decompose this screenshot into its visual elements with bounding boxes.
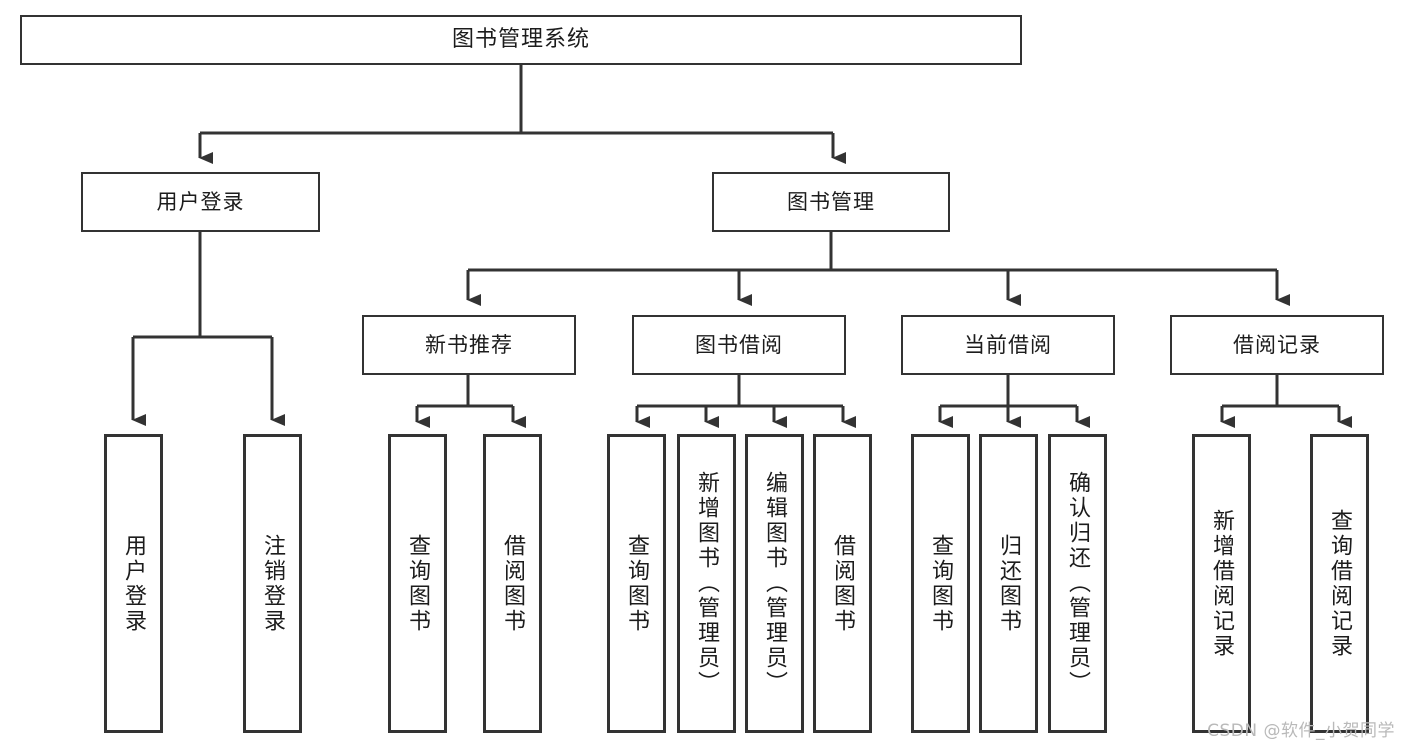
node-book-management[interactable]: 图书管理	[712, 172, 950, 232]
node-current-borrow[interactable]: 当前借阅	[901, 315, 1115, 375]
node-label: 新增借阅记录	[1209, 508, 1235, 659]
node-label: 归还图书	[996, 533, 1022, 634]
node-label: 查询借阅记录	[1327, 508, 1353, 659]
node-label: 借阅记录	[1233, 332, 1321, 357]
node-label: 借阅图书	[830, 533, 856, 634]
leaf-borrow-record-query-record[interactable]: 查询借阅记录	[1310, 434, 1369, 733]
leaf-book-borrow-edit-book-admin[interactable]: 编辑图书（管理员）	[745, 434, 804, 733]
leaf-book-borrow-borrow-book[interactable]: 借阅图书	[813, 434, 872, 733]
node-label: 确认归还（管理员）	[1065, 471, 1091, 696]
leaf-current-borrow-return-book[interactable]: 归还图书	[979, 434, 1038, 733]
node-label: 编辑图书（管理员）	[762, 471, 788, 696]
node-label: 借阅图书	[500, 533, 526, 634]
node-label: 图书管理	[787, 189, 875, 214]
node-label: 新增图书（管理员）	[694, 471, 720, 696]
node-label: 查询图书	[624, 533, 650, 634]
node-borrow-record[interactable]: 借阅记录	[1170, 315, 1384, 375]
leaf-current-borrow-confirm-return-admin[interactable]: 确认归还（管理员）	[1048, 434, 1107, 733]
leaf-user-login-login[interactable]: 用户登录	[104, 434, 163, 733]
node-label: 用户登录	[156, 189, 245, 214]
leaf-new-book-query-book[interactable]: 查询图书	[388, 434, 447, 733]
node-user-login[interactable]: 用户登录	[81, 172, 320, 232]
leaf-new-book-borrow-book[interactable]: 借阅图书	[483, 434, 542, 733]
node-label: 新书推荐	[425, 332, 513, 357]
node-label: 图书管理系统	[451, 27, 590, 53]
node-label: 用户登录	[121, 533, 147, 634]
node-book-borrow[interactable]: 图书借阅	[632, 315, 846, 375]
node-label: 注销登录	[260, 533, 286, 634]
leaf-user-login-logout[interactable]: 注销登录	[243, 434, 302, 733]
node-root-book-management-system[interactable]: 图书管理系统	[20, 15, 1022, 65]
leaf-book-borrow-query-book[interactable]: 查询图书	[607, 434, 666, 733]
node-label: 查询图书	[405, 533, 431, 634]
node-label: 当前借阅	[964, 332, 1052, 357]
node-label: 查询图书	[928, 533, 954, 634]
watermark-text: CSDN @软件_小贺同学	[1207, 721, 1395, 741]
leaf-borrow-record-add-record[interactable]: 新增借阅记录	[1192, 434, 1251, 733]
node-label: 图书借阅	[695, 332, 783, 357]
leaf-current-borrow-query-book[interactable]: 查询图书	[911, 434, 970, 733]
leaf-book-borrow-add-book-admin[interactable]: 新增图书（管理员）	[677, 434, 736, 733]
node-new-book-recommend[interactable]: 新书推荐	[362, 315, 576, 375]
